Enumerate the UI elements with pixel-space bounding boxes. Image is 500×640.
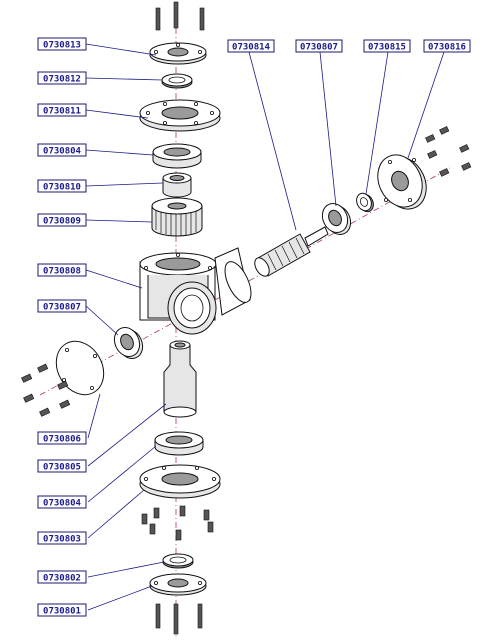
part-0730816-right-cover	[377, 154, 427, 210]
label-0730813: 0730813	[37, 37, 87, 51]
label-0730808: 0730808	[37, 263, 87, 277]
label-0730802-text: 0730802	[43, 574, 81, 584]
part-0730811-flange	[139, 99, 221, 132]
bottom-cover-bolts	[155, 603, 203, 635]
label-0730810: 0730810	[37, 179, 87, 193]
label-0730816-text: 0730816	[428, 43, 466, 53]
label-0730811: 0730811	[37, 103, 87, 117]
label-0730814: 0730814	[227, 39, 275, 53]
part-0730807-right-bearing	[321, 202, 352, 236]
label-0730815: 0730815	[363, 39, 411, 53]
leader-lines	[85, 43, 445, 611]
part-0730804-top-bearing	[152, 143, 202, 169]
label-0730810-text: 0730810	[43, 183, 81, 193]
label-0730806: 0730806	[37, 431, 87, 445]
label-0730811-text: 0730811	[43, 107, 81, 117]
label-0730803-text: 0730803	[43, 535, 81, 545]
part-0730813-top-cover	[149, 42, 207, 65]
label-0730806-text: 0730806	[43, 435, 81, 445]
part-0730815-right-seal	[356, 192, 374, 213]
label-0730801: 0730801	[37, 603, 87, 617]
label-0730813-text: 0730813	[43, 41, 81, 51]
part-0730801-bottom-cover	[149, 573, 207, 596]
part-0730807-left-bearing	[113, 326, 144, 360]
part-0730809-worm-gear	[151, 197, 203, 237]
label-0730804-bottom: 0730804	[37, 495, 87, 509]
label-0730807-left-text: 0730807	[43, 303, 81, 313]
part-0730812-seal	[161, 73, 193, 89]
part-0730805-shaft	[163, 340, 197, 418]
label-0730815-text: 0730815	[368, 43, 406, 53]
label-0730816: 0730816	[423, 39, 471, 53]
label-0730804-top-text: 0730804	[43, 147, 82, 157]
label-0730814-text: 0730814	[232, 43, 271, 53]
label-0730807-right: 0730807	[295, 39, 343, 53]
left-bolts	[21, 363, 71, 417]
label-0730805-text: 0730805	[43, 463, 81, 473]
right-bolts	[425, 126, 472, 177]
bottom-bolts	[141, 505, 214, 541]
part-0730802-bottom-seal	[162, 553, 194, 569]
label-0730807-left: 0730807	[37, 299, 87, 313]
part-0730808-housing	[139, 247, 252, 335]
label-0730809-text: 0730809	[43, 217, 81, 227]
part-0730803-bottom-flange	[139, 464, 221, 499]
part-0730804-bottom-bearing	[154, 431, 204, 456]
part-0730806-left-cover	[55, 340, 105, 396]
label-0730802: 0730802	[37, 570, 87, 584]
label-0730808-text: 0730808	[43, 267, 81, 277]
top-bolts	[155, 1, 205, 31]
label-0730804-bottom-text: 0730804	[43, 499, 82, 509]
label-0730801-text: 0730801	[43, 607, 81, 617]
label-0730804-top: 0730804	[37, 143, 87, 157]
label-0730812-text: 0730812	[43, 75, 81, 85]
part-0730810-sleeve	[162, 172, 192, 198]
label-0730803: 0730803	[37, 531, 87, 545]
part-0730814-worm-shaft	[254, 226, 329, 277]
label-0730807-right-text: 0730807	[300, 43, 338, 53]
label-0730809: 0730809	[37, 213, 87, 227]
label-0730812: 0730812	[37, 71, 87, 85]
label-0730805: 0730805	[37, 459, 87, 473]
